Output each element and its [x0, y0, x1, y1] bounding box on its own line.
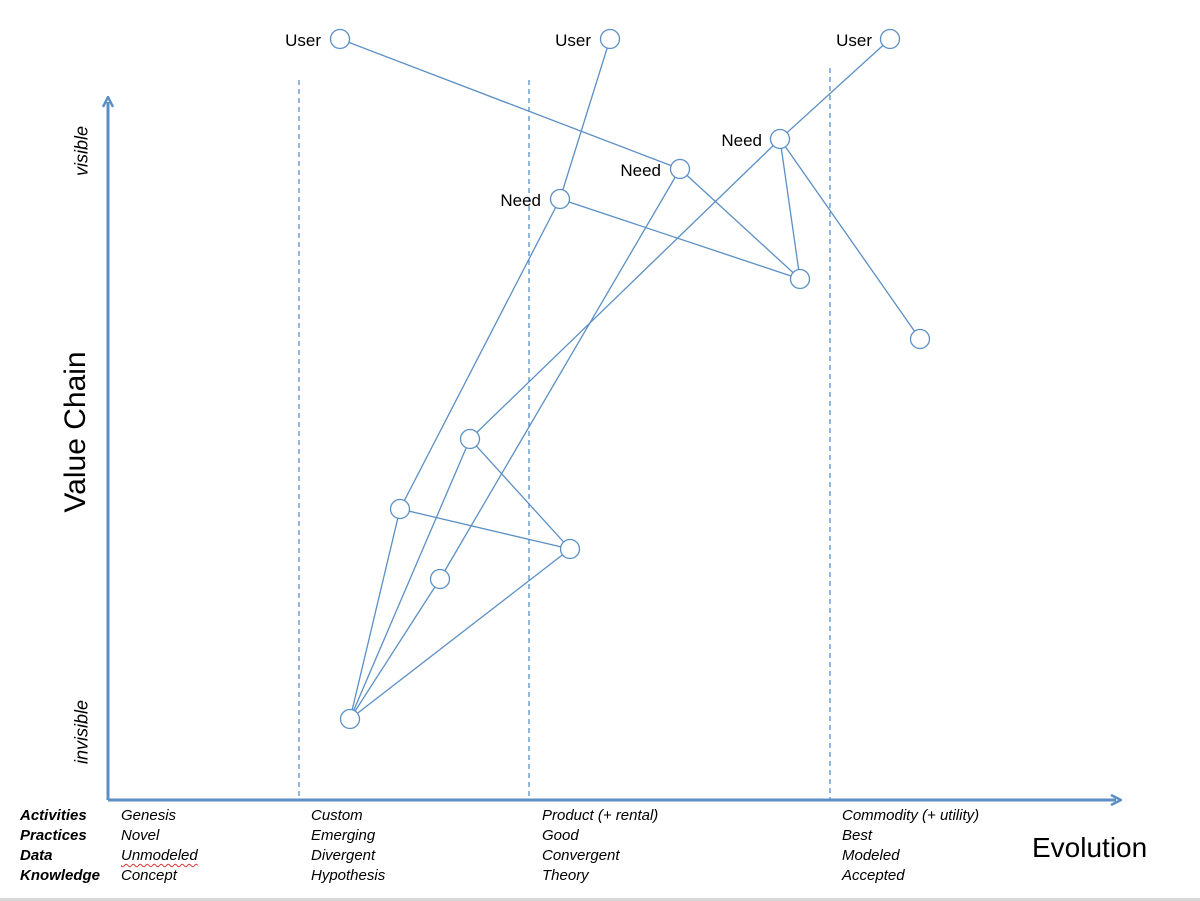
stage-cell: Modeled [842, 847, 900, 864]
stage-cell: Divergent [311, 847, 376, 864]
node-component [459, 428, 481, 450]
link-n470-n570 [469, 438, 571, 550]
stage-commodity: Commodity (+ utility) Best Modeled Accep… [842, 806, 979, 886]
node-user-1 [329, 28, 351, 50]
nodes [329, 28, 931, 730]
stage-cell: Best [842, 827, 873, 844]
connections [339, 38, 921, 720]
y-axis-top-label: visible [71, 125, 92, 177]
link-need2-n440 [439, 168, 681, 580]
link-n440-n350 [349, 578, 441, 720]
stage-cell: Genesis [121, 807, 177, 824]
link-need2-n800 [679, 168, 801, 280]
node-need-2 [669, 158, 691, 180]
link-user3-need3 [779, 38, 891, 140]
stage-cell: Concept [121, 867, 177, 884]
link-user2-need1 [559, 38, 611, 200]
link-need1-n400 [399, 198, 561, 510]
user-label-2: User [555, 31, 591, 50]
link-n470-n350 [349, 438, 471, 720]
stage-cell: Hypothesis [311, 867, 386, 884]
row-head-data: Data [20, 847, 53, 864]
stage-cell: Unmodeled [121, 847, 198, 864]
stage-row-headers: Activities Practices Data Knowledge [20, 806, 100, 886]
node-component [429, 568, 451, 590]
link-need3-n800 [779, 138, 801, 280]
row-head-practices: Practices [20, 827, 87, 844]
stage-cell: Commodity (+ utility) [842, 807, 980, 824]
node-user-3 [879, 28, 901, 50]
user-label-3: User [836, 31, 872, 50]
stage-cell: Theory [542, 867, 589, 884]
need-label-2: Need [620, 161, 661, 180]
stage-cell: Good [542, 827, 579, 844]
link-n400-n570 [399, 508, 571, 550]
link-user1-need2 [339, 38, 681, 170]
node-need-1 [549, 188, 571, 210]
y-axis-title: Value Chain [59, 351, 92, 513]
row-head-activities: Activities [20, 807, 87, 824]
stage-cell: Emerging [311, 827, 376, 844]
stage-cell: Convergent [542, 847, 620, 864]
link-n570-n350 [349, 548, 571, 720]
need-label-1: Need [500, 191, 541, 210]
x-axis-title: Evolution [1032, 832, 1148, 863]
node-user-2 [599, 28, 621, 50]
need-label-3: Need [721, 131, 762, 150]
stage-custom: Custom Emerging Divergent Hypothesis [311, 806, 385, 886]
stage-cell: Product (+ rental) [542, 807, 659, 824]
node-component [789, 268, 811, 290]
stage-cell: Novel [121, 827, 160, 844]
link-n400-n350 [349, 508, 401, 720]
node-need-3 [769, 128, 791, 150]
node-component [559, 538, 581, 560]
node-component [389, 498, 411, 520]
node-component [909, 328, 931, 350]
link-need3-n920 [779, 138, 921, 340]
user-label-1: User [285, 31, 321, 50]
link-need1-n800 [559, 198, 801, 280]
stage-product: Product (+ rental) Good Convergent Theor… [542, 806, 658, 886]
link-need3-n470 [469, 138, 781, 440]
stage-cell: Accepted [842, 867, 905, 884]
node-component [339, 708, 361, 730]
bottom-divider [0, 898, 1200, 901]
stage-genesis: Genesis Novel Unmodeled Concept [121, 806, 198, 886]
stage-cell: Custom [311, 807, 363, 824]
y-axis-bottom-label: invisible [71, 699, 92, 765]
row-head-knowledge: Knowledge [20, 867, 101, 884]
